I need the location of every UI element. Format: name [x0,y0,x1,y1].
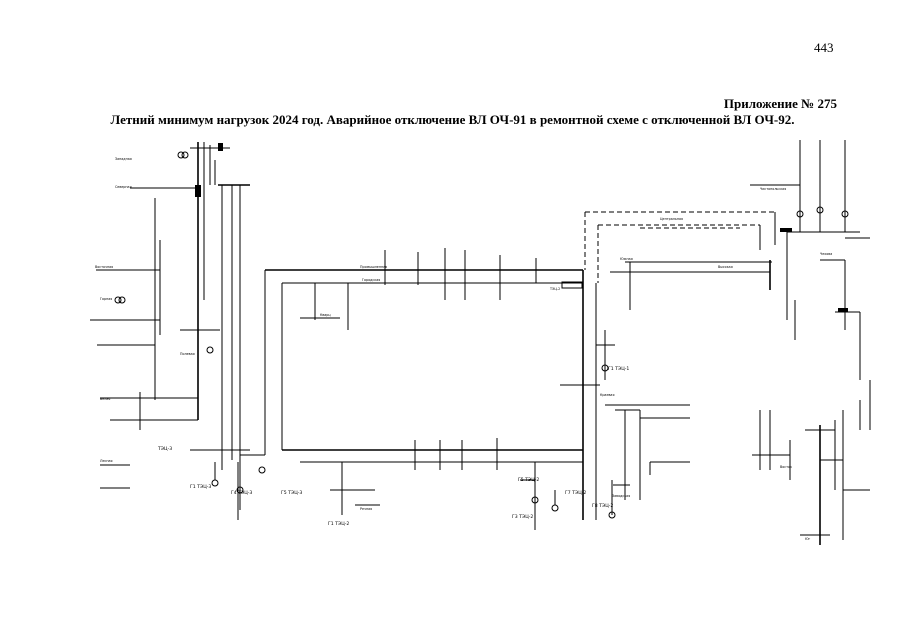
node-label: Заводская [612,494,630,498]
transformer-icon [118,296,126,304]
left-substation-group: ТЭЦ-3 Г1 ТЭЦ-3 Г4 ТЭЦ-3 Г5 ТЭЦ-3 Западна… [90,142,302,520]
node-label: Юг [805,537,811,541]
substation-marker [561,281,583,289]
transformer-icon [796,210,804,218]
node-label: Краевая [600,393,614,397]
breaker-marker [838,308,848,312]
node-label: Чистопольская [760,187,786,191]
node-label: Полевая [180,352,195,356]
breaker-marker [780,228,792,232]
node-label: Восточная [95,265,113,269]
document-title: Летний минимум нагрузок 2024 год. Аварий… [110,112,795,127]
breaker-marker [218,143,223,151]
transformer-icon [114,296,122,304]
node-label: Высокая [718,265,733,269]
node-label: Чехова [820,252,832,256]
node-label: Северная [115,185,132,189]
node-label: Речная [360,507,372,511]
node-label: Кварц [320,313,331,317]
page-number: 443 [814,40,834,55]
transformer-icon [816,206,824,214]
node-label: Западная [115,157,132,161]
generator-label: Г1 ТЭЦ-3 [190,484,211,490]
transformer-icon [841,210,849,218]
central-upper-lines: Промышленная Городская Кварц ТЭЦ-2 [264,248,583,450]
breaker-marker [195,185,201,197]
generator-icon [531,496,539,504]
generator-icon [258,466,266,474]
generator-label: Г5 ТЭЦ-3 [281,490,302,496]
node-label: Промышленная [360,265,387,269]
generator-icon [211,479,219,487]
central-lower-lines: Г1 ТЭЦ-2 Г3 ТЭЦ-2 Г7 ТЭЦ-2 Г8 ТЭЦ-2 Г5 Т… [282,438,630,530]
generator-label: Г7 ТЭЦ-2 [565,490,586,496]
generator-icon [601,364,609,372]
node-label: Лесная [100,459,112,463]
generator-icon [236,486,244,494]
generator-icon [551,504,559,512]
node-label: ТЭЦ-2 [549,287,560,291]
generator-label: Г4 ТЭЦ-3 [231,490,252,496]
tch2-substation: Г1 ТЭЦ-1 Краевая [560,270,690,520]
transformer-icon [177,151,185,159]
generator-label: Г1 ТЭЦ-2 [328,521,349,527]
generator-label: Г8 ТЭЦ-2 [592,503,613,509]
node-label: Центральная [660,217,683,221]
node-label: Восток [780,465,792,469]
node-label: Южная [620,257,633,261]
station-label: ТЭЦ-3 [157,446,172,452]
node-label: Горная [100,297,112,301]
right-upper-area: Чистопольская Высокая Чехова Центральная… [584,140,870,380]
transformer-icon [181,151,189,159]
node-markers [195,143,848,312]
generator-label: Г5 ТЭЦ-2 [518,477,539,483]
right-lower-substation: Восток Юг [752,380,871,545]
node-label: Городская [362,278,380,282]
node-label: Белая [100,397,110,401]
appendix-heading: Приложение № 275 [723,96,837,111]
generator-label: Г3 ТЭЦ-2 [512,514,533,520]
generator-icon [608,511,616,519]
generator-label: Г1 ТЭЦ-1 [608,366,629,372]
transformer-icon [206,346,214,354]
